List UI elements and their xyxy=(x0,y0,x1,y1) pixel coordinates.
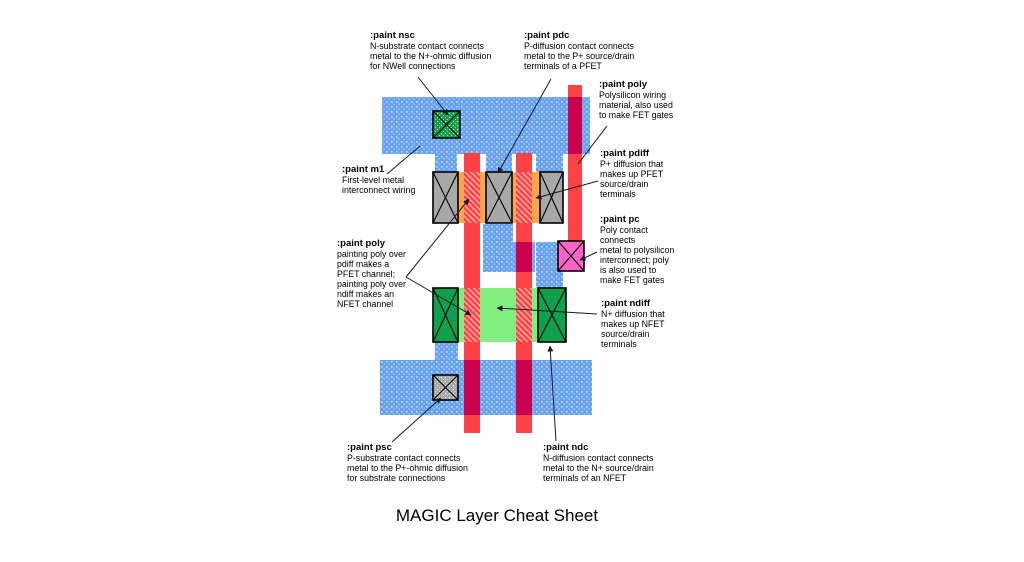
label-m1-body: First-level metal interconnect wiring xyxy=(342,175,416,195)
ndc-pointer-line xyxy=(547,345,557,442)
poly-right-pointer-line xyxy=(577,125,608,165)
label-ndc-body: N-diffusion contact connects metal to th… xyxy=(543,453,654,483)
label-ndiff: :paint ndiff N+ diffusion that makes up … xyxy=(601,298,665,350)
label-ndc-header: :paint ndc xyxy=(543,442,589,453)
pdc-pointer-line xyxy=(497,78,552,174)
poly-over-m1-overlaps xyxy=(464,97,582,415)
nfet-channel-2 xyxy=(516,288,532,342)
pdc-contact-middle xyxy=(485,171,513,224)
label-pc-body: Poly contact connects metal to polysilic… xyxy=(600,225,675,285)
label-m1: :paint m1 First-level metal interconnect… xyxy=(342,164,416,196)
label-ndiff-body: N+ diffusion that makes up NFET source/d… xyxy=(601,309,665,349)
label-pc-header: :paint pc xyxy=(600,214,640,225)
m1-stub-middle xyxy=(486,153,512,173)
label-nsc: :paint nsc N-substrate contact connects … xyxy=(370,30,492,72)
m1-nfet-stub xyxy=(435,340,458,361)
label-nsc-header: :paint nsc xyxy=(370,30,415,41)
poly2-over-bottom-band xyxy=(516,360,532,415)
label-poly-left-body: painting poly over pdiff makes a PFET ch… xyxy=(337,249,406,309)
annotation-lines xyxy=(386,76,608,443)
page-title: MAGIC Layer Cheat Sheet xyxy=(395,506,599,525)
label-poly-right: :paint poly Polysilicon wiring material,… xyxy=(599,79,674,121)
label-psc-body: P-substrate contact connects metal to th… xyxy=(347,453,468,483)
contacts xyxy=(432,110,585,401)
pdc-contact-left xyxy=(432,171,459,224)
label-m1-header: :paint m1 xyxy=(342,164,385,175)
label-nsc-body: N-substrate contact connects metal to th… xyxy=(370,41,492,71)
poly2-over-bridge xyxy=(516,242,532,272)
pdiff-pointer-line xyxy=(535,180,599,200)
pfet-channel-2 xyxy=(516,172,532,223)
poly3-over-top-band xyxy=(568,97,582,154)
poly-left-pointer-line-nfet xyxy=(405,276,472,316)
m1-bottom-band xyxy=(380,360,592,415)
label-poly-right-header: :paint poly xyxy=(599,79,648,90)
m1-top-band xyxy=(382,97,590,154)
pfet-channel-1 xyxy=(464,172,480,223)
label-ndc: :paint ndc N-diffusion contact connects … xyxy=(543,442,654,484)
label-pdiff: :paint pdiff P+ diffusion that makes up … xyxy=(600,148,664,200)
label-poly-left: :paint poly painting poly over pdiff mak… xyxy=(337,238,406,310)
ndc-contact-left xyxy=(432,287,459,343)
poly1-over-bottom-band xyxy=(464,360,480,415)
psc-pointer-line xyxy=(391,397,442,443)
label-pdiff-body: P+ diffusion that makes up PFET source/d… xyxy=(600,159,664,199)
label-pc: :paint pc Poly contact connects metal to… xyxy=(600,214,675,286)
pc-contact xyxy=(557,240,585,272)
label-psc: :paint psc P-substrate contact connects … xyxy=(347,442,468,484)
ndc-contact-right xyxy=(537,287,567,343)
ndiff-pointer-line xyxy=(496,305,598,315)
label-poly-left-header: :paint poly xyxy=(337,238,386,249)
m1-mid-block xyxy=(483,224,513,272)
label-pdiff-header: :paint pdiff xyxy=(600,148,650,159)
nsc-contact xyxy=(432,110,461,139)
label-pdc-body: P-diffusion contact connects metal to th… xyxy=(524,41,635,71)
label-pdc-header: :paint pdc xyxy=(524,30,570,41)
pdc-contact-right xyxy=(539,171,564,224)
label-poly-right-body: Polysilicon wiring material, also used t… xyxy=(599,90,674,120)
m1-pointer-line xyxy=(386,145,421,175)
m1-stub-left xyxy=(435,153,457,173)
fet-channels xyxy=(464,172,532,342)
nfet-channel-1 xyxy=(464,288,480,342)
label-ndiff-header: :paint ndiff xyxy=(601,298,651,309)
m1-stub-right xyxy=(536,153,563,173)
pc-pointer-line xyxy=(579,251,598,261)
nsc-pointer-line xyxy=(417,76,449,116)
psc-contact xyxy=(432,374,459,401)
label-psc-header: :paint psc xyxy=(347,442,392,453)
poly-left-pointer-line-pfet xyxy=(405,198,470,278)
label-pdc: :paint pdc P-diffusion contact connects … xyxy=(524,30,635,72)
